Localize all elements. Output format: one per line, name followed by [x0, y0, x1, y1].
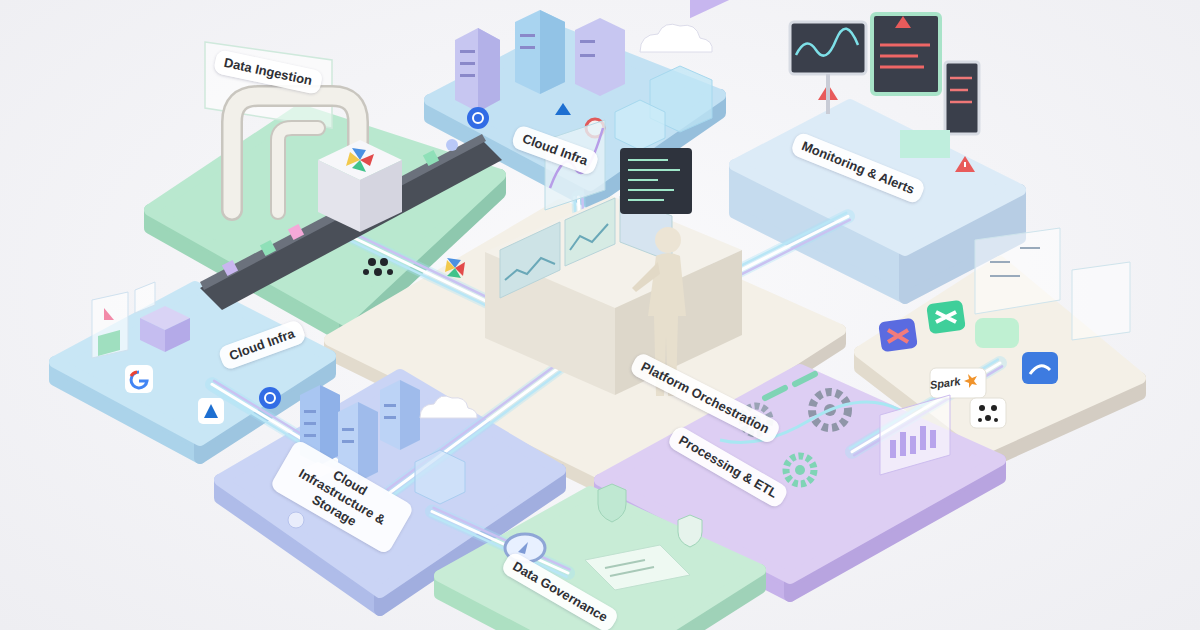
platform-tile: Data Governance — [432, 484, 768, 630]
slab-face — [440, 492, 760, 630]
platform-label: Data Ingestion — [213, 49, 323, 95]
slab-face — [735, 105, 1020, 250]
slab-face — [55, 287, 330, 440]
